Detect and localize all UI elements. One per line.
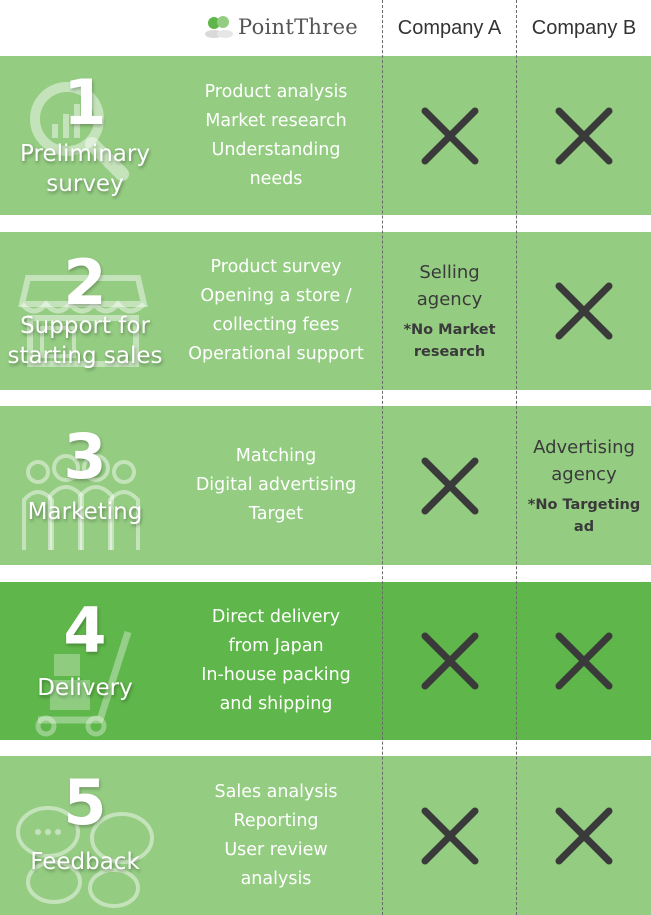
row-background (0, 406, 651, 565)
step-number: 4 (63, 594, 107, 667)
cross-icon (421, 107, 478, 164)
cross-icon (555, 632, 613, 690)
company-b-cell (517, 582, 651, 740)
column-divider-a (382, 0, 383, 915)
step-title: Feedback (30, 849, 140, 875)
cross-icon (421, 632, 478, 690)
service-item: Direct delivery (211, 607, 341, 627)
step-number: 5 (63, 766, 107, 839)
service-item: Opening a store / (200, 286, 352, 306)
service-item: User review (224, 839, 328, 860)
cross-icon (555, 107, 613, 164)
service-item: from Japan (228, 636, 324, 656)
service-item: Reporting (233, 810, 319, 831)
cross-icon (555, 807, 613, 864)
cross-icon (421, 807, 478, 864)
service-item: Product survey (210, 257, 342, 277)
service-item: needs (249, 168, 303, 189)
row-background (0, 756, 651, 915)
header: PointThree Company A Company B (0, 0, 651, 56)
company-b-cell (517, 232, 651, 390)
service-item: In-house packing (201, 665, 351, 685)
service-item: Market research (205, 110, 347, 131)
company-a-cell (382, 582, 517, 740)
clover-logo-icon (204, 12, 234, 42)
step-number: 3 (63, 420, 107, 493)
service-item: analysis (240, 868, 312, 889)
step-number: 1 (63, 66, 107, 139)
company-a-cell (382, 56, 517, 215)
service-item: Sales analysis (214, 781, 338, 802)
step-title: Marketing (27, 499, 143, 525)
service-item: Operational support (188, 344, 364, 364)
cross-icon (555, 282, 613, 340)
logo-text: PointThree (238, 15, 359, 39)
service-item: Target (248, 504, 304, 524)
pointthree-logo: PointThree (204, 10, 358, 44)
column-divider-b (516, 0, 517, 915)
service-item: Matching (235, 446, 317, 466)
row-background (0, 232, 651, 390)
company-a-cell (382, 406, 517, 565)
row-background (0, 56, 651, 215)
company-b-cell (517, 56, 651, 215)
company-b-cell (517, 756, 651, 915)
step-title: Delivery (37, 675, 133, 701)
company-b-header: Company B (531, 16, 637, 39)
service-item: and shipping (219, 694, 333, 714)
service-item: Product analysis (204, 81, 348, 102)
service-item: collecting fees (212, 315, 340, 335)
cross-icon (421, 457, 478, 514)
service-item: Understanding (211, 139, 341, 160)
service-item: Digital advertising (195, 475, 357, 495)
company-a-header: Company A (397, 16, 502, 39)
company-a-cell (382, 756, 517, 915)
row-background (0, 582, 651, 740)
step-number: 2 (63, 246, 107, 319)
